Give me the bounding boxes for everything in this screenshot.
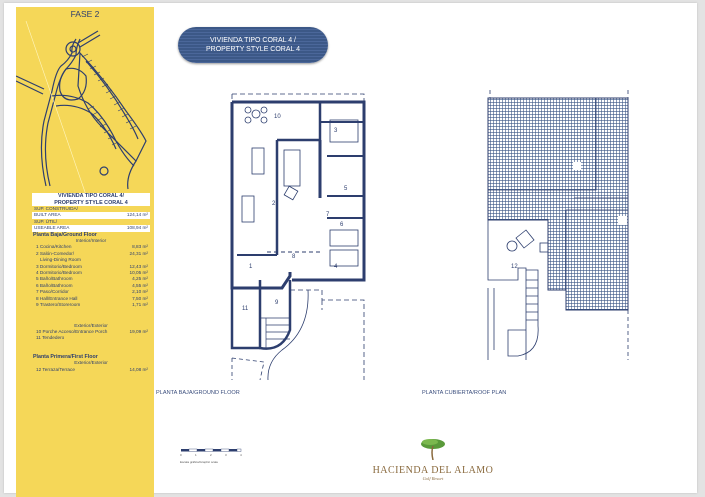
room-area: 1,71 m² (132, 302, 148, 308)
room-area: 2,10 m² (132, 289, 148, 295)
room-row: 7 Paso/Corridor 2,10 m² (32, 289, 150, 295)
room-area: 14,08 m² (129, 366, 149, 372)
room-row: 11 Tendedero (32, 335, 150, 341)
banner-line2: PROPERTY STYLE CORAL 4 (205, 46, 300, 53)
room-label: 6 Baño/Bathroom (36, 282, 73, 288)
scale-tick: 0 (180, 453, 182, 457)
room-number: 4 (334, 264, 338, 270)
room-label: 12 Terraza/Terrace (36, 366, 75, 372)
scale-label: Escala gráfica/Graphic scale (180, 460, 218, 464)
room-area: 19,09 m² (129, 328, 149, 334)
site-map-icon (16, 21, 147, 195)
room-row: 12 Terraza/Terrace 14,08 m² (32, 367, 150, 373)
room-label: 3 Dormitorio/Bedroom (36, 263, 82, 269)
built-label-1: SUP. CONSTRUIDA/ (34, 206, 78, 211)
usable-label-1: SUP. ÚTIL/ (34, 218, 58, 224)
tree-icon (421, 439, 445, 461)
room-number: 7 (326, 212, 330, 218)
room-label: 7 Paso/Corridor (36, 289, 69, 295)
room-area: 12,43 m² (129, 263, 149, 269)
sidebar-panel: FASE 2 VIVIENDA TIPO CORAL 4/ PROPERTY (16, 7, 154, 497)
room-number: 8 (292, 254, 296, 260)
usable-label-2: USEABLE AREA (34, 225, 70, 231)
hacienda-del-alamo-logo: HACIENDA DEL ALAMO Golf Resort (368, 436, 498, 481)
room-row: 1 Cocina/Kitchen 8,83 m² (32, 244, 150, 250)
room-number: 3 (334, 128, 338, 134)
scale-bar-icon: 0 1 2 3 4 Escala gráfica/Graphic scale (180, 448, 242, 464)
room-label: 10 Porche Acceso/Entrance Porch (36, 328, 108, 334)
ground-floor-caption: PLANTA BAJA/GROUND FLOOR (156, 390, 240, 396)
room-area: 4,55 m² (132, 282, 148, 288)
room-row: 3 Dormitorio/Bedroom 12,43 m² (32, 264, 150, 270)
property-spec-table: VIVIENDA TIPO CORAL 4/ PROPERTY STYLE CO… (32, 193, 150, 373)
room-area: 7,50 m² (132, 295, 148, 301)
first-floor-title: Planta Primera/First Floor (33, 353, 98, 360)
room-row: 2 Salón-Comedor/24,31 m² (32, 251, 150, 257)
room-row: 5 Baño/Bathroom 4,25 m² (32, 276, 150, 282)
room-label: 9 Trastero/Storeroom (36, 302, 81, 308)
scale-tick: 1 (195, 453, 197, 457)
room-label: 11 Tendedero (36, 335, 65, 341)
room-number: 6 (340, 222, 344, 228)
logo-subtitle: Golf Resort (422, 476, 444, 481)
room-label: Living-Dining Room (40, 257, 81, 263)
spec-header-line2: PROPERTY STYLE CORAL 4 (32, 199, 150, 206)
room-label: 4 Dormitorio/Bedroom (36, 270, 82, 276)
phase-title: FASE 2 (70, 9, 100, 19)
spec-header-line1: VIVIENDA TIPO CORAL 4/ (32, 193, 150, 200)
property-title-banner: VIVIENDA TIPO CORAL 4 / PROPERTY STYLE C… (178, 27, 328, 63)
first-exterior-label: Exterior/Exterior (74, 360, 108, 366)
room-number: 10 (274, 114, 281, 120)
banner-line1: VIVIENDA TIPO CORAL 4 / (210, 37, 296, 44)
roof-plan-caption: PLANTA CUBIERTA/ROOF PLAN (422, 390, 507, 396)
room-label: 8 Hall/Entrance Hall (36, 295, 78, 301)
built-label-2: BUILT AREA (34, 212, 61, 218)
room-row: 6 Baño/Bathroom 4,55 m² (32, 283, 150, 289)
scale-tick: 2 (210, 453, 212, 457)
room-label: 5 Baño/Bathroom (36, 276, 73, 282)
room-label: 2 Salón-Comedor/ (36, 250, 75, 256)
room-row: 8 Hall/Entrance Hall 7,50 m² (32, 296, 150, 302)
room-number: 5 (344, 186, 348, 192)
room-row: Living-Dining Room (32, 257, 150, 263)
built-area-value: 124,14 m² (126, 212, 148, 218)
roof-plan: 12 (487, 90, 629, 360)
scale-tick: 4 (240, 453, 242, 457)
logo-name: HACIENDA DEL ALAMO (372, 465, 494, 476)
room-area: 24,31 m² (129, 250, 149, 256)
room-number: 9 (275, 300, 279, 306)
exterior-label: Exterior/Exterior (74, 322, 108, 328)
usable-area-value: 108,94 m² (126, 225, 148, 231)
room-area: 4,25 m² (132, 276, 148, 282)
room-number: 12 (511, 264, 518, 270)
room-row: 9 Trastero/Storeroom 1,71 m² (32, 302, 150, 308)
room-area: 8,83 m² (132, 244, 148, 250)
ground-floor-plan: 1 2 3 4 5 6 7 8 9 10 11 (230, 93, 366, 380)
ground-floor-title: Planta Baja/Ground Floor (33, 231, 97, 238)
graphic-scale: 0 1 2 3 4 Escala gráfica/Graphic scale (180, 447, 250, 476)
room-number: 1 (249, 264, 253, 270)
room-label: 1 Cocina/Kitchen (36, 244, 72, 250)
room-number: 2 (272, 201, 276, 207)
room-area: 10,05 m² (129, 270, 149, 276)
interior-label: Interior/Interior (75, 238, 107, 244)
room-row: 4 Dormitorio/Bedroom 10,05 m² (32, 270, 150, 276)
scale-tick: 3 (225, 453, 227, 457)
room-row: 10 Porche Acceso/Entrance Porch 19,09 m² (32, 329, 150, 335)
room-number: 11 (242, 306, 249, 312)
